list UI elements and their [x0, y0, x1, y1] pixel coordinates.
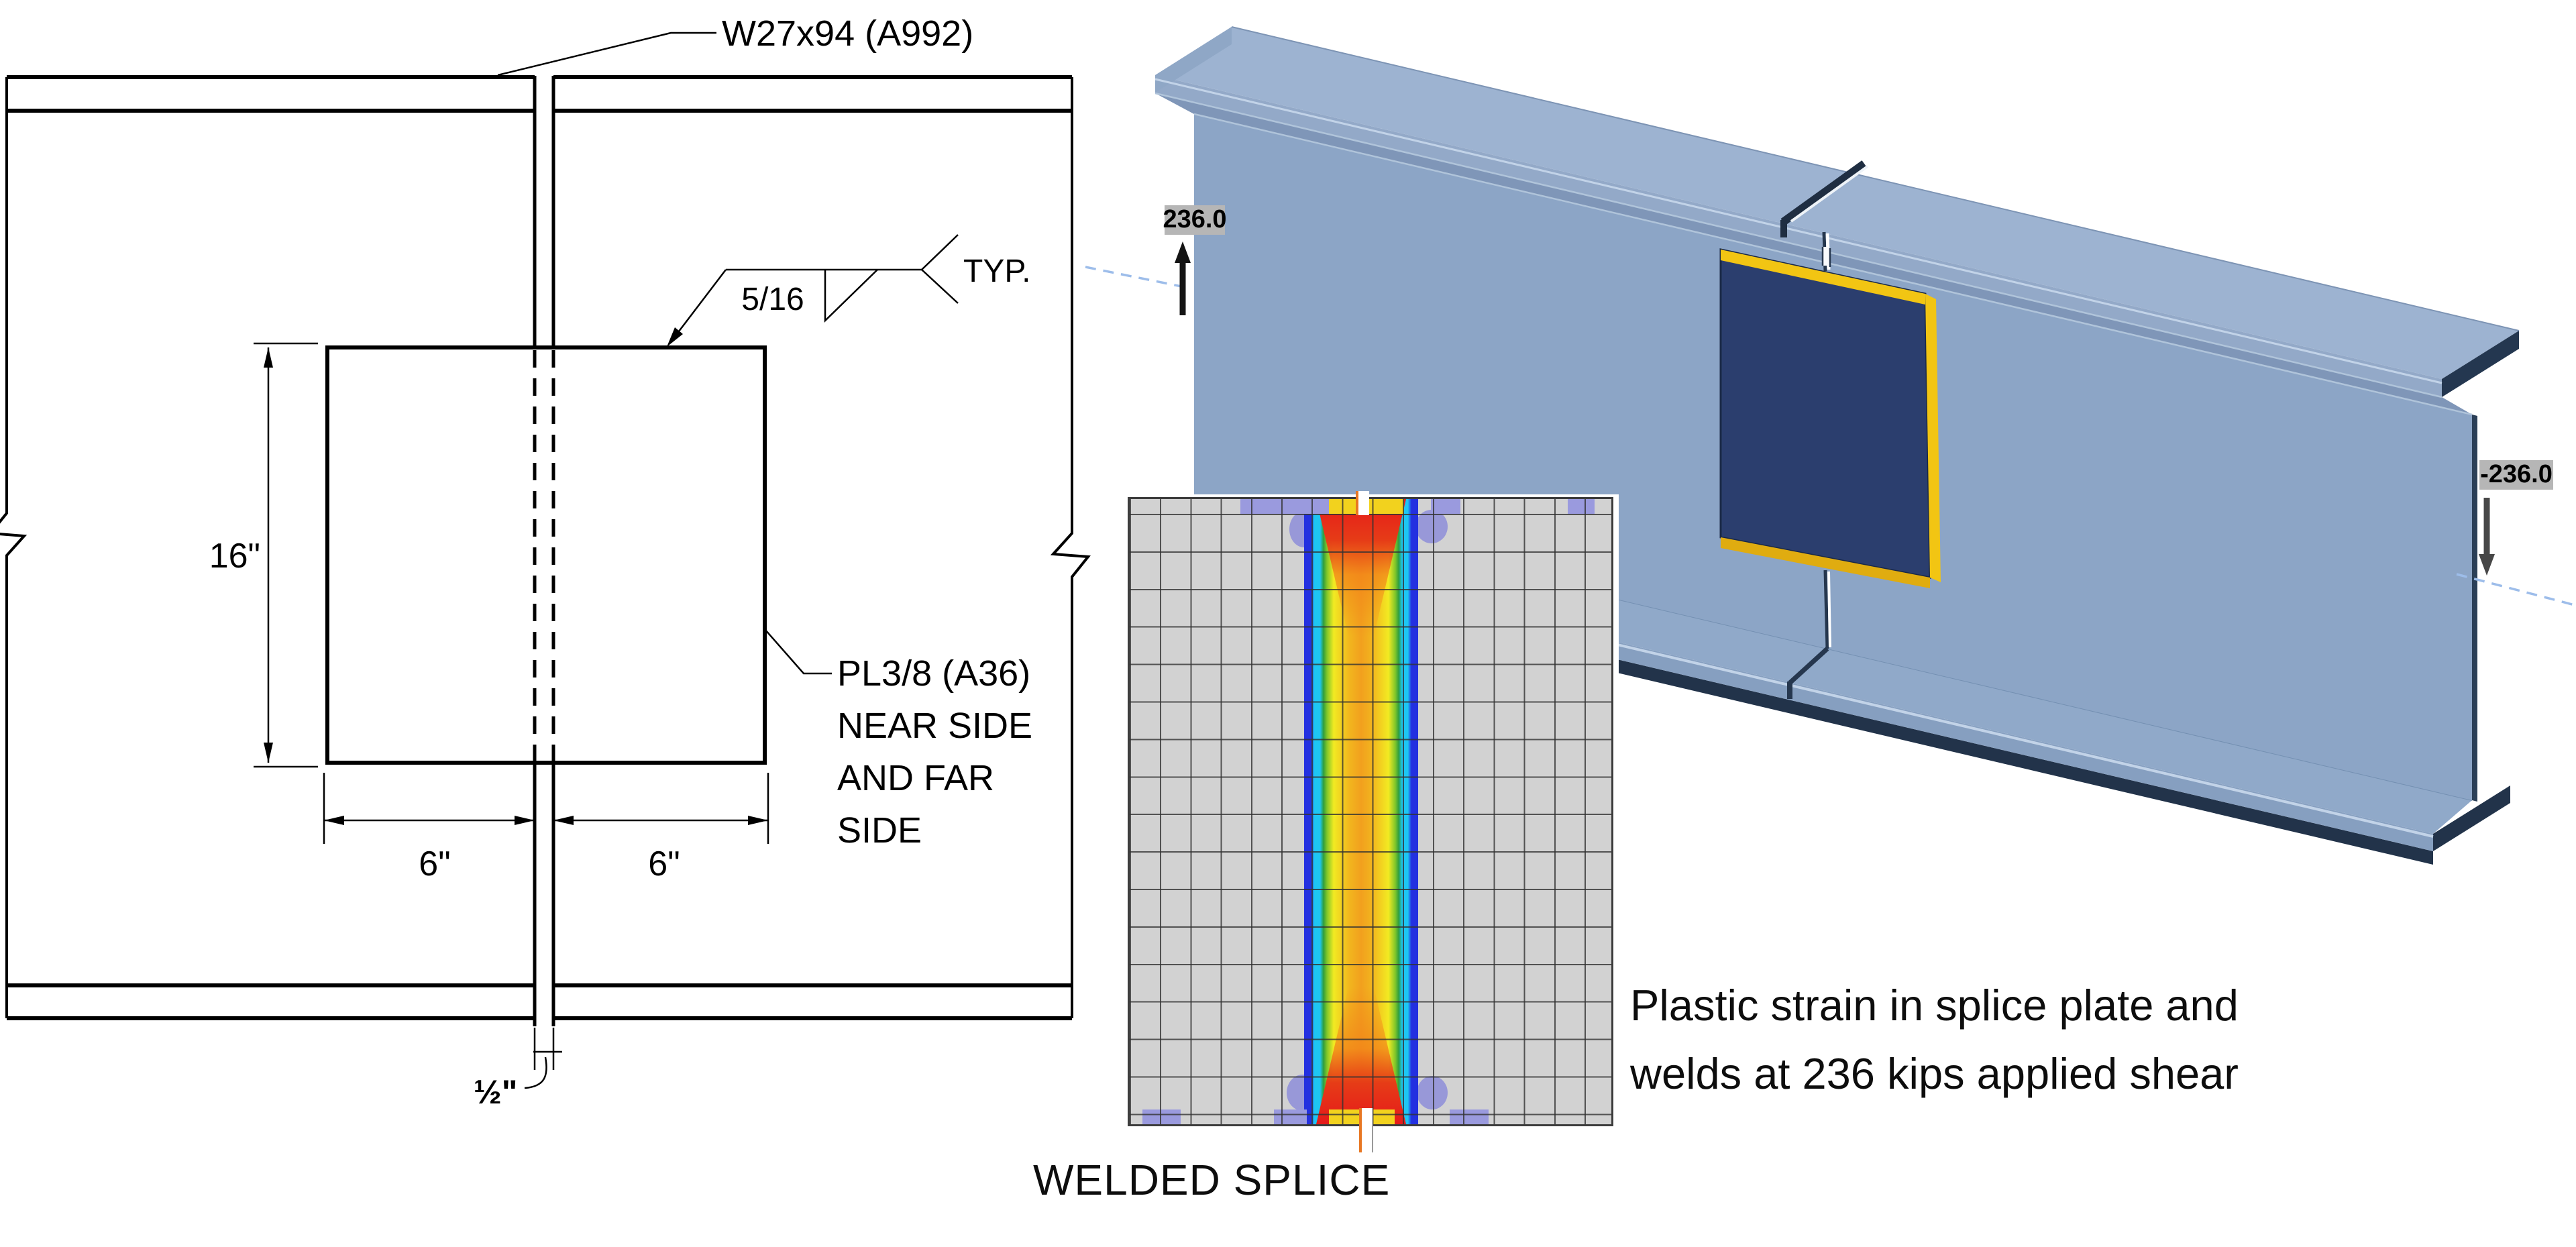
fea-caption-line2: welds at 236 kips applied shear [1630, 1049, 2239, 1098]
gap-web-lower-light [1827, 571, 1831, 648]
dim-half-lines [533, 1028, 562, 1070]
construction-line-right [2456, 573, 2575, 606]
web-top-edge-line [1193, 113, 2473, 416]
weld-size-label: 5/16 [741, 282, 804, 317]
dim-6l-arrow-left [324, 816, 344, 825]
top-flange-top-face [1155, 27, 2519, 379]
dim-6r-arrow-left [553, 816, 574, 825]
splice-gap-stub-bottom [1359, 1108, 1373, 1152]
load-label-left-bg [1165, 205, 1225, 235]
dim-16-lines [254, 342, 318, 768]
fea-caption: Plastic strain in splice plate and welds… [1630, 971, 2239, 1108]
load-label-right: -236.0 [2480, 460, 2553, 488]
dim-6-left-label: 6" [419, 845, 450, 883]
dim-6l-arrow-right [515, 816, 535, 825]
beam-break-right [1050, 77, 1091, 1018]
load-label-left: 236.0 [1163, 205, 1226, 233]
splice-gap-hidden-lines [533, 350, 555, 761]
dim-half-label: ½" [474, 1073, 517, 1111]
fea-contour-plot [1119, 491, 1619, 1152]
plate-note-line3: AND FAR [837, 758, 994, 798]
gap-top-flange-cut-light [1790, 165, 1869, 223]
weld-leader-arrow [667, 327, 683, 347]
weld-right [1925, 294, 1941, 582]
fea-mesh [1128, 491, 1613, 1152]
dim-half-leader [524, 1056, 547, 1089]
load-arrow-down-head [2479, 554, 2495, 576]
plate-note-line1: PL3/8 (A36) [837, 653, 1030, 694]
mesh-grid-lines [1130, 499, 1611, 1124]
top-flange-highlight-2 [1155, 92, 2443, 398]
dim-16-arrow-top [264, 347, 273, 368]
dim-6-right-label: 6" [648, 845, 680, 883]
gap-web-lower-dark [1823, 570, 1829, 649]
top-flange-highlight-1 [1155, 78, 2443, 384]
splice-plate-outline [325, 345, 767, 765]
gap-top-flange-cut [1780, 160, 1867, 225]
dim-16-label: 16" [209, 537, 260, 576]
weld-symbol [669, 234, 959, 343]
top-flange-left-end-face [1155, 27, 1232, 93]
beam-label-leader [497, 32, 716, 76]
gap-bottom-flange-cut [1788, 647, 1829, 685]
drawing-title: WELDED SPLICE [1033, 1156, 1391, 1204]
top-flange-underside [1155, 93, 2472, 415]
plate-note-leader [764, 629, 832, 675]
fea-caption-line1: Plastic strain in splice plate and [1630, 981, 2239, 1030]
dim-16-arrow-bottom [264, 743, 273, 763]
beam-size-label: W27x94 (A992) [722, 13, 973, 54]
splice-gap-lines [533, 76, 555, 1026]
top-flange-right-end-face [2442, 331, 2519, 397]
load-arrow-up-head [1175, 241, 1191, 263]
beam-break-left [0, 77, 28, 1018]
load-label-right-bg [2479, 460, 2553, 490]
web-end-face [2472, 415, 2477, 802]
weld-top [1721, 250, 1925, 305]
splice-gap-stub-top [1356, 491, 1369, 515]
weld-bottom [1721, 537, 1930, 588]
weld-typ-label: TYP. [963, 254, 1031, 289]
plate-note-line4: SIDE [837, 810, 922, 851]
plate-note-line2: NEAR SIDE [837, 706, 1032, 746]
top-flange-back-edge [1231, 26, 2520, 331]
beam-flange-lines [7, 75, 1072, 1020]
weld-gap-notch [1823, 247, 1829, 266]
dim-6-lines [323, 773, 769, 844]
dim-6r-arrow-right [748, 816, 768, 825]
bottom-flange-end-face [2433, 785, 2510, 851]
